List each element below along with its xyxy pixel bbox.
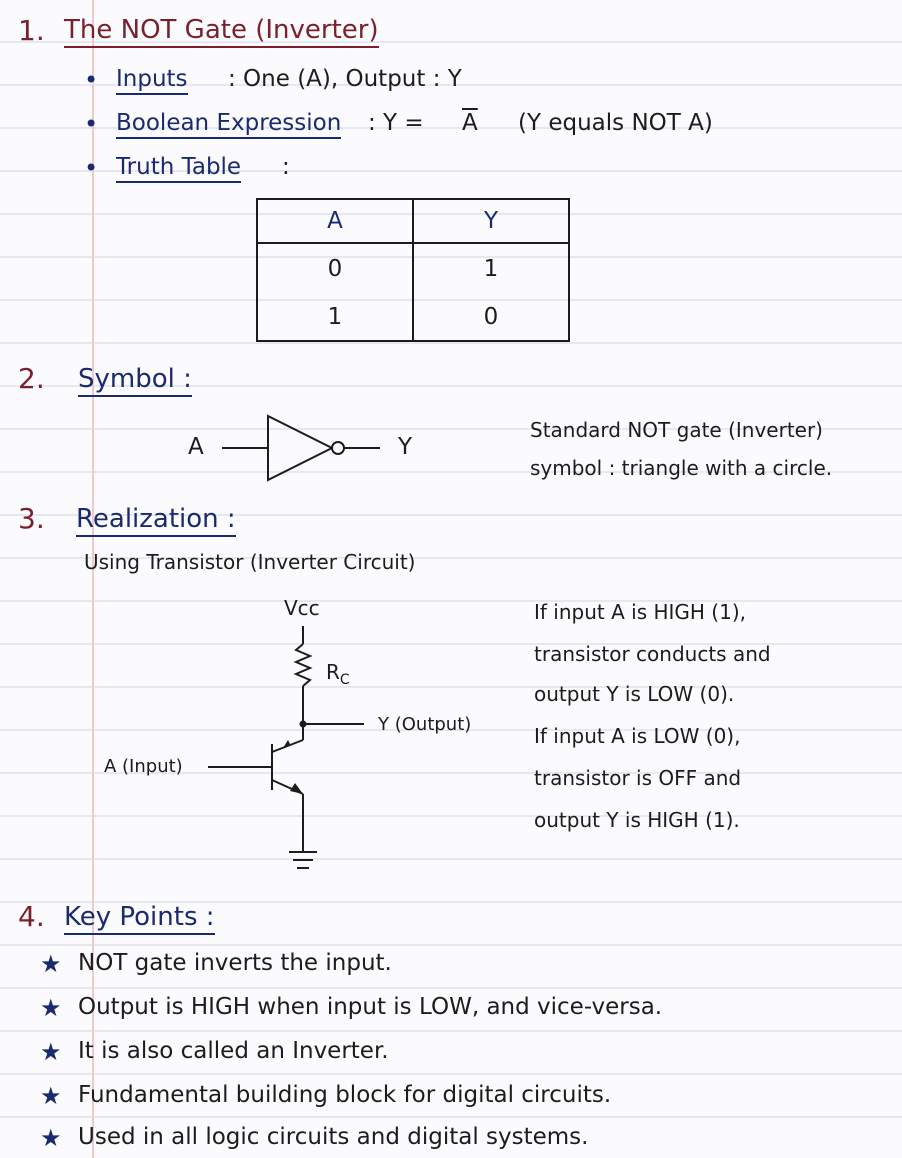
section-1-title: The NOT Gate (Inverter): [64, 15, 379, 48]
symbol-output-label: Y: [398, 434, 413, 460]
notebook-margin-line: [92, 0, 94, 1158]
section-2-title: Symbol :: [78, 364, 192, 397]
table-header-y: Y: [412, 198, 570, 244]
realization-desc-line: If input A is LOW (0),: [534, 724, 741, 748]
realization-desc-line: output Y is HIGH (1).: [534, 808, 740, 832]
table-row: 0 1: [256, 243, 570, 294]
rc-label-main: R: [326, 660, 340, 684]
section-4-number: 4.: [18, 900, 45, 933]
table-cell: 0: [412, 294, 570, 342]
table-header-a: A: [256, 198, 414, 244]
rc-label-subscript: C: [339, 672, 350, 688]
key-point: Output is HIGH when input is LOW, and vi…: [78, 994, 663, 1020]
section-3-number: 3.: [18, 502, 45, 535]
table-cell: 1: [412, 243, 570, 294]
inputs-text: : One (A), Output : Y: [228, 66, 462, 92]
section-4-title: Key Points :: [64, 902, 215, 935]
table-cell: 0: [256, 243, 414, 294]
realization-subtitle: Using Transistor (Inverter Circuit): [84, 550, 416, 574]
transistor-collector: [271, 739, 304, 753]
output-junction-dot: [299, 720, 307, 728]
star-icon: ★: [40, 950, 62, 978]
bullet-icon: •: [84, 154, 99, 182]
star-icon: ★: [40, 1082, 62, 1110]
table-header-row: A Y: [256, 198, 570, 244]
symbol-description-line-2: symbol : triangle with a circle.: [530, 456, 833, 480]
truth-table: A Y 0 1 1 0: [256, 198, 570, 342]
star-icon: ★: [40, 994, 62, 1022]
section-2-number: 2.: [18, 362, 45, 395]
star-icon: ★: [40, 1124, 62, 1152]
table-cell: 1: [256, 294, 414, 342]
emitter-arrow-icon: [290, 783, 303, 794]
vcc-label: Vcc: [284, 596, 320, 620]
not-gate-triangle: [267, 414, 335, 482]
section-1-number: 1.: [18, 14, 45, 47]
key-point: It is also called an Inverter.: [78, 1038, 389, 1064]
symbol-description-line-1: Standard NOT gate (Inverter): [530, 418, 823, 442]
inputs-label: Inputs: [116, 66, 188, 95]
key-point: Used in all logic circuits and digital s…: [78, 1124, 589, 1150]
rc-resistor: [293, 643, 313, 687]
realization-desc-line: output Y is LOW (0).: [534, 682, 735, 706]
table-row: 1 0: [256, 294, 570, 342]
star-icon: ★: [40, 1038, 62, 1066]
rc-label: RC: [326, 660, 350, 688]
truth-table-colon: :: [282, 154, 290, 180]
boolean-expression-label: Boolean Expression: [116, 110, 342, 139]
boolean-expression-prefix: : Y =: [368, 110, 424, 136]
boolean-expression-not-a: A: [462, 110, 478, 136]
symbol-input-label: A: [188, 434, 204, 460]
input-label: A (Input): [104, 756, 183, 777]
realization-desc-line: If input A is HIGH (1),: [534, 600, 746, 624]
key-point: Fundamental building block for digital c…: [78, 1082, 612, 1108]
boolean-expression-suffix: (Y equals NOT A): [518, 110, 713, 136]
key-point: NOT gate inverts the input.: [78, 950, 392, 976]
realization-desc-line: transistor conducts and: [534, 642, 771, 666]
truth-table-label: Truth Table: [116, 154, 242, 183]
section-3-title: Realization :: [76, 504, 236, 537]
collector-arrow-icon: [283, 740, 290, 748]
output-label: Y (Output): [378, 714, 472, 735]
bullet-icon: •: [84, 110, 99, 138]
realization-desc-line: transistor is OFF and: [534, 766, 742, 790]
bullet-icon: •: [84, 66, 99, 94]
